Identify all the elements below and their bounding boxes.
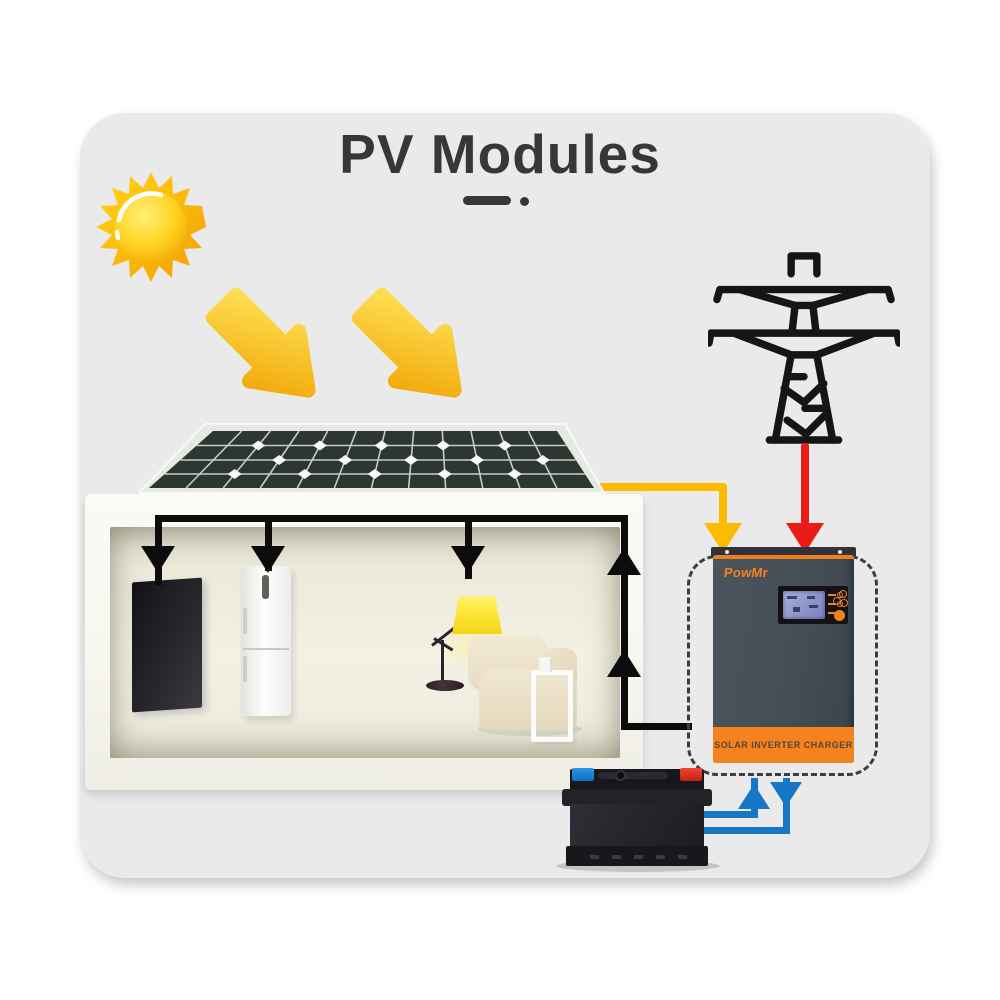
sunlight-arrow-icon [205,287,316,398]
battery-base [566,846,708,866]
battery-to-inverter-arrowhead [738,784,770,809]
inverter-button [840,599,848,607]
inverter-enter-button [834,610,845,621]
load-wire-drop-fridge [265,515,272,571]
load-arrow-up [607,650,641,677]
screw-icon [838,550,842,554]
load-arrow-down [451,546,485,573]
inverter-label: SOLAR INVERTER CHARGER [714,740,853,750]
tv [132,577,202,713]
grid-to-inverter-line [801,443,809,525]
refrigerator-divider [243,648,289,650]
pv-to-inverter-line-h [597,483,727,491]
sunlight-arrow-icon [351,287,462,398]
floor-lamp-pole [441,640,444,686]
sofa-seat [479,670,577,730]
inverter-accent-strip [713,555,854,559]
battery [570,804,704,848]
inverter-to-battery-line-h [702,827,790,834]
load-arrow-down [141,546,175,573]
battery-lid-flange [562,789,712,806]
inverter-brand-logo: PowMr [722,565,770,580]
title-underline [463,196,511,205]
load-wire-ceiling [155,515,628,522]
refrigerator [241,566,291,716]
inverter-display-panel [778,586,848,624]
battery-terminal-positive [680,768,702,781]
inverter-label-band: SOLAR INVERTER CHARGER [713,727,854,763]
sun-icon [96,172,206,282]
title-underline-dot [520,197,529,206]
indicator-icon [828,612,836,614]
battery-terminal-negative [572,768,594,781]
panel-sparkles [227,440,550,479]
refrigerator-vent [262,575,269,599]
inverter-lcd-screen [783,591,825,619]
load-arrow-up [607,548,641,575]
indicator-icon [828,603,836,605]
transmission-tower-icon [708,252,900,444]
floor-lamp [452,596,502,634]
inverter-to-battery-arrowhead [770,782,802,807]
side-table [531,670,573,742]
load-arrow-down [251,546,285,573]
solar-panel [139,423,606,494]
inverter-mounting-bracket [711,547,856,557]
load-wire-riser [621,515,628,730]
battery-to-inverter-line-h [702,811,758,818]
refrigerator-handle [243,656,247,682]
refrigerator-handle [243,608,247,634]
inverter-button [839,590,847,598]
screw-icon [725,550,729,554]
page-title: PV Modules [339,123,661,185]
table-lamp [539,657,552,672]
indicator-icon [828,594,836,596]
load-wire-to-inverter [621,723,692,730]
floor-lamp-base [426,680,464,691]
battery-handle [598,772,668,779]
pv-to-inverter-line-v [719,483,727,525]
battery-handle-pivot [615,770,626,781]
